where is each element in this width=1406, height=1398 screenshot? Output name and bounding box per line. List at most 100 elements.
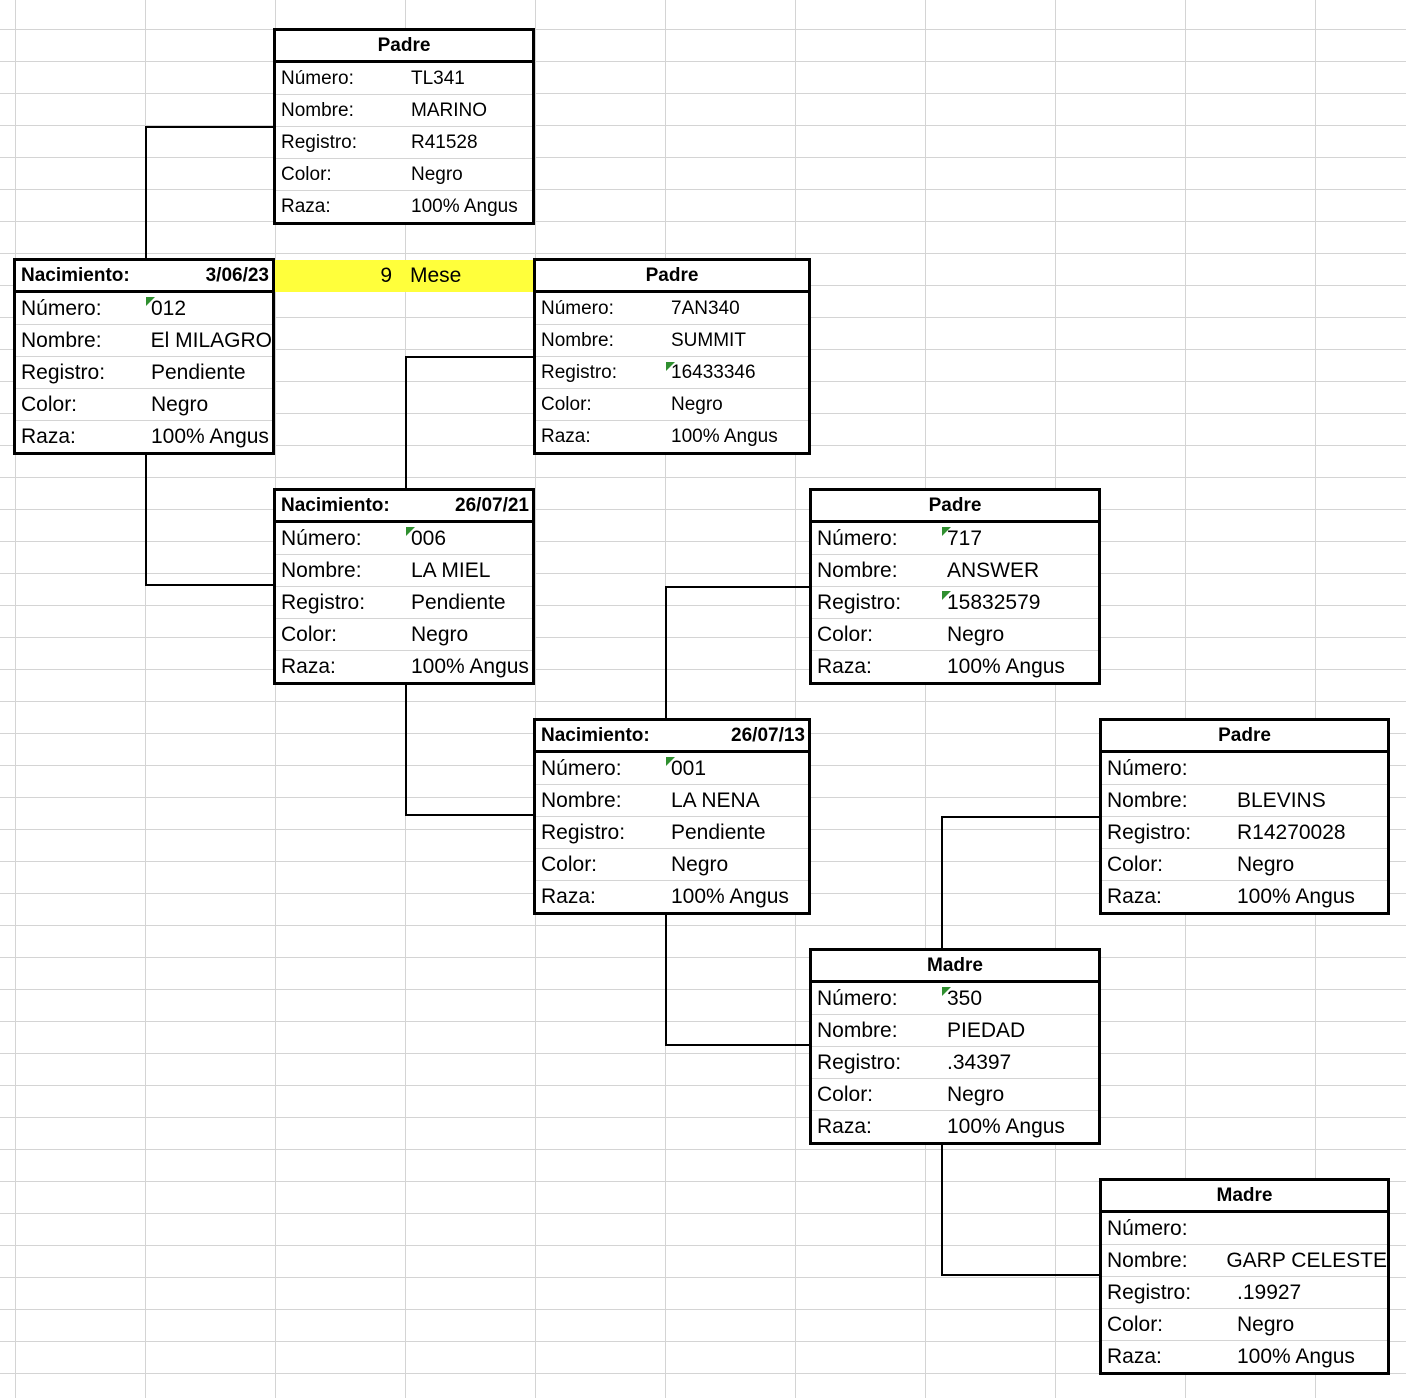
field-row[interactable]: Color:Negro	[1102, 849, 1387, 881]
field-value: Negro	[151, 392, 209, 416]
field-row[interactable]: Registro:15832579	[812, 587, 1098, 619]
field-row[interactable]: Número: 012	[16, 293, 272, 325]
age-months-cell[interactable]: 9 Mese	[275, 260, 533, 292]
field-value: Negro	[1237, 852, 1295, 876]
field-row[interactable]: Número: 350	[812, 983, 1098, 1015]
field-label: Raza:	[281, 196, 331, 217]
numero-value: 012	[151, 296, 187, 320]
animal-card[interactable]: Nacimiento: 3/06/23 Número: 012 Nombre:El…	[13, 258, 275, 455]
field-label: Registro:	[817, 590, 902, 614]
field-row[interactable]: Número:TL341	[276, 63, 532, 95]
field-label: Nombre:	[817, 1018, 898, 1042]
connector-line	[145, 126, 147, 260]
field-row[interactable]: Número:001	[536, 753, 808, 785]
connector-line	[665, 586, 810, 588]
field-row[interactable]: Registro:Pendiente	[536, 817, 808, 849]
field-row[interactable]: Nombre: GARP CELESTE	[1102, 1245, 1387, 1277]
padre-answer-card[interactable]: Padre Número:717 Nombre:ANSWER Registro:…	[809, 488, 1101, 685]
field-row[interactable]: Registro:R41528	[276, 127, 532, 159]
field-row[interactable]: Color:Negro	[276, 619, 532, 651]
field-label: Registro:	[541, 820, 626, 844]
field-row[interactable]: Raza:100% Angus	[812, 651, 1098, 683]
field-value: Negro	[411, 163, 463, 185]
field-label: Color:	[281, 163, 332, 185]
field-label: Nombre:	[281, 99, 354, 121]
field-value: GARP CELESTE	[1226, 1248, 1387, 1272]
field-row[interactable]: Raza:100% Angus	[812, 1111, 1098, 1143]
field-row[interactable]: Registro:Pendiente	[276, 587, 532, 619]
field-row[interactable]: Nombre:BLEVINS	[1102, 785, 1387, 817]
field-row[interactable]: Nombre:MARINO	[276, 95, 532, 127]
padre-summit-card[interactable]: Padre Número:7AN340 Nombre:SUMMIT Regist…	[533, 258, 811, 455]
birth-header: Nacimiento: 3/06/23	[16, 261, 272, 293]
field-value: R41528	[411, 131, 478, 153]
madre-la-nena-card[interactable]: Nacimiento: 26/07/13 Número:001 Nombre:L…	[533, 718, 811, 915]
madre-garp-celeste-card[interactable]: Madre Número: Nombre:GARP CELESTE Regist…	[1099, 1178, 1390, 1375]
field-row[interactable]: Nombre:LA MIEL	[276, 555, 532, 587]
field-row[interactable]: Raza:100% Angus	[276, 651, 532, 683]
connector-line	[145, 454, 147, 586]
field-value: El MILAGRO	[150, 328, 272, 352]
field-label: Nombre:	[817, 558, 898, 582]
card-title: Padre	[812, 491, 1098, 523]
numero-value: 001	[671, 756, 707, 780]
field-row[interactable]: Color: Negro	[276, 159, 532, 191]
padre-blevins-card[interactable]: Padre Número: Nombre:BLEVINS Registro:R1…	[1099, 718, 1390, 915]
field-label: Número:	[817, 986, 898, 1010]
field-value: 100% Angus	[1237, 1345, 1355, 1368]
field-row[interactable]: Raza:100% Angus	[536, 421, 808, 453]
field-row[interactable]: Registro:16433346	[536, 357, 808, 389]
numero-value: 350	[947, 986, 983, 1010]
field-value: R14270028	[1237, 820, 1346, 844]
field-value: 100% Angus	[151, 425, 269, 448]
field-row[interactable]: Color:Negro	[16, 389, 272, 421]
field-label: Número:	[21, 296, 102, 320]
birth-date: 26/07/21	[455, 494, 529, 516]
field-value: 001	[666, 756, 707, 781]
field-row[interactable]: Nombre:LA NENA	[536, 785, 808, 817]
field-value: 012	[146, 296, 187, 321]
field-row[interactable]: Nombre:SUMMIT	[536, 325, 808, 357]
field-row[interactable]: Registro:Pendiente	[16, 357, 272, 389]
padre-marino-card[interactable]: Padre Número:TL341 Nombre:MARINO Registr…	[273, 28, 535, 225]
field-row[interactable]: Registro: .34397	[812, 1047, 1098, 1079]
field-row[interactable]: Número:006	[276, 523, 532, 555]
field-row[interactable]: Color:Negro	[812, 1079, 1098, 1111]
field-label: Registro:	[1107, 1280, 1192, 1304]
field-row[interactable]: Número:717	[812, 523, 1098, 555]
field-row[interactable]: Nombre:PIEDAD	[812, 1015, 1098, 1047]
field-row[interactable]: Nombre:El MILAGRO	[16, 325, 272, 357]
field-row[interactable]: Número:	[1102, 1213, 1387, 1245]
field-value: 100% Angus	[947, 1115, 1065, 1138]
field-row[interactable]: Número:	[1102, 753, 1387, 785]
field-row[interactable]: Raza:100% Angus	[536, 881, 808, 913]
field-label: Registro:	[817, 1050, 902, 1074]
registro-value: 16433346	[671, 361, 756, 383]
field-row[interactable]: Color:Negro	[536, 849, 808, 881]
field-row[interactable]: Número:7AN340	[536, 293, 808, 325]
birth-date: 26/07/13	[731, 724, 805, 746]
birth-header: Nacimiento: 26/07/21	[276, 491, 532, 523]
field-row[interactable]: Registro: .19927	[1102, 1277, 1387, 1309]
field-value: .34397	[947, 1050, 1012, 1074]
field-row[interactable]: Raza:100% Angus	[1102, 1341, 1387, 1373]
field-label: Nombre:	[1107, 1248, 1188, 1272]
field-row[interactable]: Nombre:ANSWER	[812, 555, 1098, 587]
card-title: Padre	[276, 31, 532, 63]
madre-la-miel-card[interactable]: Nacimiento: 26/07/21 Número:006 Nombre:L…	[273, 488, 535, 685]
field-row[interactable]: Raza: 100% Angus	[276, 191, 532, 223]
field-row[interactable]: Color:Negro	[1102, 1309, 1387, 1341]
madre-piedad-card[interactable]: Madre Número:350 Nombre:PIEDAD Registro:…	[809, 948, 1101, 1145]
field-row[interactable]: Raza:100% Angus	[16, 421, 272, 453]
field-row[interactable]: Color:Negro	[812, 619, 1098, 651]
field-row[interactable]: Registro:R14270028	[1102, 817, 1387, 849]
field-value: 100% Angus	[411, 655, 529, 678]
field-row[interactable]: Color:Negro	[536, 389, 808, 421]
field-value: .19927	[1237, 1280, 1302, 1304]
comment-flag-icon	[406, 526, 415, 536]
field-row[interactable]: Raza:100% Angus	[1102, 881, 1387, 913]
field-value: Negro	[1237, 1312, 1295, 1336]
field-value: 100% Angus	[411, 196, 518, 217]
field-value: LA NENA	[671, 788, 760, 812]
